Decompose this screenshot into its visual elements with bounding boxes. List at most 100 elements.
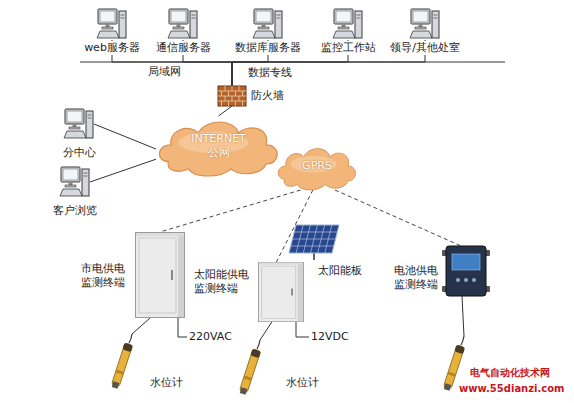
cloud-shape — [159, 122, 277, 176]
cabinet-body — [258, 262, 303, 321]
monitor-stand — [73, 124, 77, 127]
cabinet-handle — [291, 289, 293, 296]
brick-wall — [218, 86, 246, 106]
cabinet-top — [136, 233, 184, 236]
workstation-computer: 监控工作站 — [333, 8, 363, 40]
node-label: 太阳能供电 监测终端 — [194, 268, 254, 297]
drive-slot — [357, 18, 361, 19]
annotation-label: 220VAC — [189, 330, 232, 344]
cabinet-door — [139, 238, 176, 313]
monitor-base — [338, 27, 349, 29]
cabinet-body — [136, 233, 185, 318]
screen — [413, 11, 428, 22]
gauge-cap — [454, 345, 465, 354]
keyboard — [410, 31, 432, 38]
panel-post — [313, 253, 315, 260]
keyboard — [333, 31, 355, 38]
drive-slot — [84, 173, 88, 174]
node-label: 电池供电 监测终端 — [394, 264, 440, 293]
tower — [86, 111, 93, 138]
gauge-cable — [257, 340, 260, 349]
client-computer: 客户浏览 — [60, 166, 90, 198]
computer-shape — [333, 8, 363, 40]
firewall: 防火墙 — [218, 86, 246, 106]
keyboard — [97, 31, 119, 38]
monitor-base — [258, 27, 269, 29]
sensor-shape — [236, 340, 266, 398]
computer-shape — [60, 166, 90, 198]
device-screen — [452, 254, 480, 270]
node-label: 太阳能板 — [318, 264, 362, 278]
cabinet-handle — [171, 270, 173, 280]
cloud-shape — [156, 116, 281, 176]
connector-layer — [90, 40, 461, 340]
node-label: 水位计 — [150, 376, 183, 390]
solar-terminal: 太阳能供电 监测终端 — [258, 262, 304, 322]
keyboard — [64, 131, 86, 138]
drive-slot — [192, 15, 196, 16]
monitor — [61, 167, 80, 182]
keyboard — [168, 31, 190, 38]
battery-shape — [442, 246, 490, 296]
internet-link — [94, 124, 156, 149]
drive-slot — [88, 118, 92, 119]
gprs-link — [160, 190, 301, 232]
mains-terminal: 市电供电 监测终端 — [135, 232, 185, 318]
monitor — [169, 9, 188, 24]
drive-slot — [434, 15, 438, 16]
node-label: 市电供电 监测终端 — [81, 262, 131, 291]
monitor-stand — [69, 182, 73, 185]
cloud-shape — [278, 149, 355, 190]
firewall-shape — [218, 86, 246, 106]
tower — [82, 169, 89, 196]
node-label: web服务器 — [82, 41, 142, 55]
computer-shape — [410, 8, 440, 40]
server-computer: 通信服务器 — [168, 8, 198, 40]
sensor-cable — [132, 318, 150, 334]
drive-slot — [277, 15, 281, 16]
screen — [63, 169, 78, 180]
sensor-cable — [462, 296, 464, 336]
gprs-cloud: GPRS — [276, 144, 358, 190]
gauge-tube — [239, 349, 260, 393]
panel-grid — [291, 225, 338, 253]
leased-line — [219, 106, 233, 116]
monitor — [65, 109, 84, 124]
gauge-band — [243, 375, 252, 380]
cabinet-shape — [135, 232, 185, 318]
internet-cloud: INTERNET 公网 — [156, 116, 281, 176]
solar-shape — [288, 224, 340, 260]
annotation-label: 数据专线 — [248, 66, 292, 80]
screen — [171, 11, 186, 22]
tower — [275, 11, 282, 38]
computer-shape — [253, 8, 283, 40]
tower — [119, 11, 126, 38]
node-label: 分中心 — [63, 146, 96, 160]
gauge-cable — [129, 334, 132, 343]
tower — [355, 11, 362, 38]
power-wire — [296, 322, 309, 337]
device-button — [472, 278, 476, 282]
gauge-band — [115, 369, 124, 374]
battery-terminal: 电池供电 监测终端 — [442, 246, 490, 296]
monitor-base — [69, 127, 80, 129]
device-body — [446, 246, 486, 296]
monitor-base — [65, 185, 76, 187]
node-label: 客户浏览 — [53, 204, 97, 218]
monitor-base — [102, 27, 113, 29]
watermark: 电气自动化技术网 — [470, 366, 550, 379]
water-level-gauge: 水位计 — [236, 340, 266, 398]
mortar — [218, 86, 246, 106]
monitor — [411, 9, 430, 24]
cabinet-shape — [258, 262, 304, 322]
node-label: 数据库服务器 — [233, 41, 303, 55]
watermark: www.55dianzi.com — [459, 382, 565, 395]
monitor — [98, 9, 117, 24]
drive-slot — [88, 115, 92, 116]
drive-slot — [84, 176, 88, 177]
cloud-highlight — [291, 156, 337, 173]
cabinet-top — [259, 263, 303, 265]
panel-frame — [289, 225, 339, 253]
